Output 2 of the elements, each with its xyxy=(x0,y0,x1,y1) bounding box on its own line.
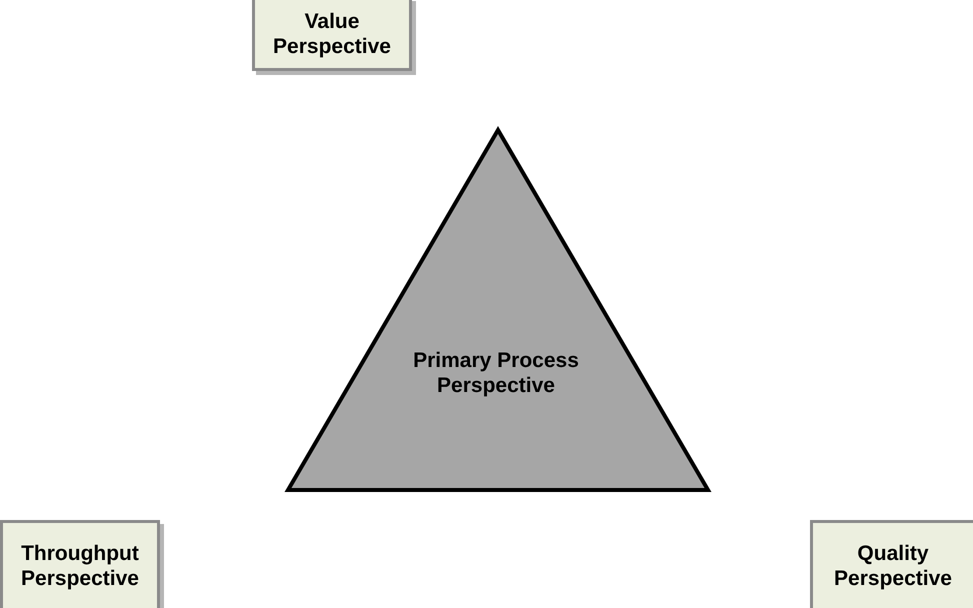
node-label: Primary Process Perspective xyxy=(412,348,580,398)
perspective-box: Quality Perspective xyxy=(810,520,973,608)
